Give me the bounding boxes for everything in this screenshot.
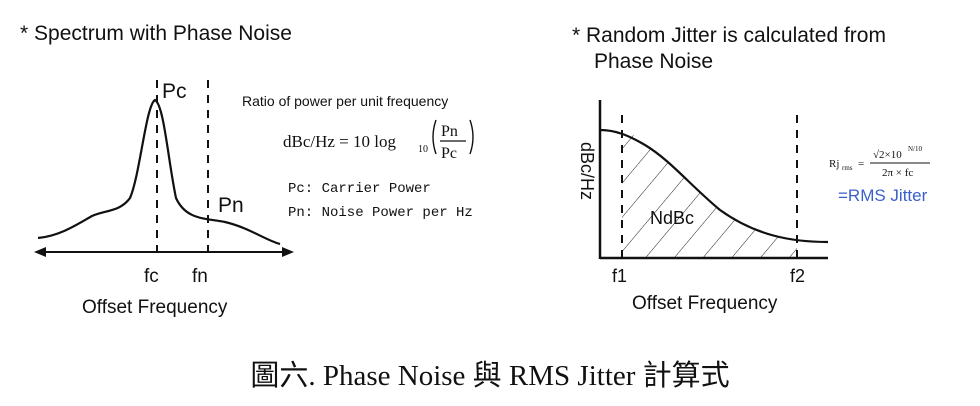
pc-label: Pc — [162, 80, 187, 103]
rj-numerator-exponent: N/10 — [908, 145, 923, 153]
rms-jitter-label: =RMS Jitter — [838, 186, 928, 205]
rj-denominator: 2π × fc — [882, 167, 913, 179]
dbc-formula: dBc/Hz = 10 log 10 Pn Pc — [283, 119, 474, 162]
rj-equals: = — [858, 158, 864, 170]
definition-pn: Pn: Noise Power per Hz — [288, 205, 473, 221]
rj-subscript: rms — [842, 164, 853, 172]
spectrum-curve — [37, 98, 281, 246]
formula-numerator: Pn — [441, 123, 458, 140]
area-label: NdBc — [650, 208, 694, 228]
right-title-line2: Phase Noise — [594, 50, 713, 73]
noise-area-hatch — [622, 128, 797, 258]
figure-caption: 圖六. Phase Noise 與 RMS Jitter 計算式 — [250, 359, 729, 392]
fn-label: fn — [192, 266, 208, 287]
left-x-axis — [34, 247, 294, 257]
formula-denominator: Pc — [441, 145, 457, 162]
right-y-axis-label: dBc/Hz — [577, 142, 597, 200]
left-x-axis-label: Offset Frequency — [82, 297, 228, 318]
left-title: * Spectrum with Phase Noise — [20, 22, 292, 45]
f2-label: f2 — [790, 266, 805, 286]
rj-formula: Rj rms = √2×10 N/10 2π × fc — [829, 145, 930, 179]
ratio-caption: Ratio of power per unit frequency — [242, 93, 448, 109]
right-x-axis-label: Offset Frequency — [632, 293, 778, 314]
pn-label: Pn — [218, 194, 244, 217]
definition-pc: Pc: Carrier Power — [288, 181, 431, 197]
right-title-line1: * Random Jitter is calculated from — [572, 24, 886, 47]
formula-subscript: 10 — [418, 144, 428, 155]
f1-label: f1 — [612, 266, 627, 286]
rj-numerator: √2×10 — [873, 149, 902, 161]
fc-label: fc — [144, 266, 159, 287]
formula-lhs: dBc/Hz = 10 log — [283, 132, 396, 151]
rj-lhs: Rj — [829, 158, 839, 170]
phase-noise-curve — [599, 128, 829, 244]
